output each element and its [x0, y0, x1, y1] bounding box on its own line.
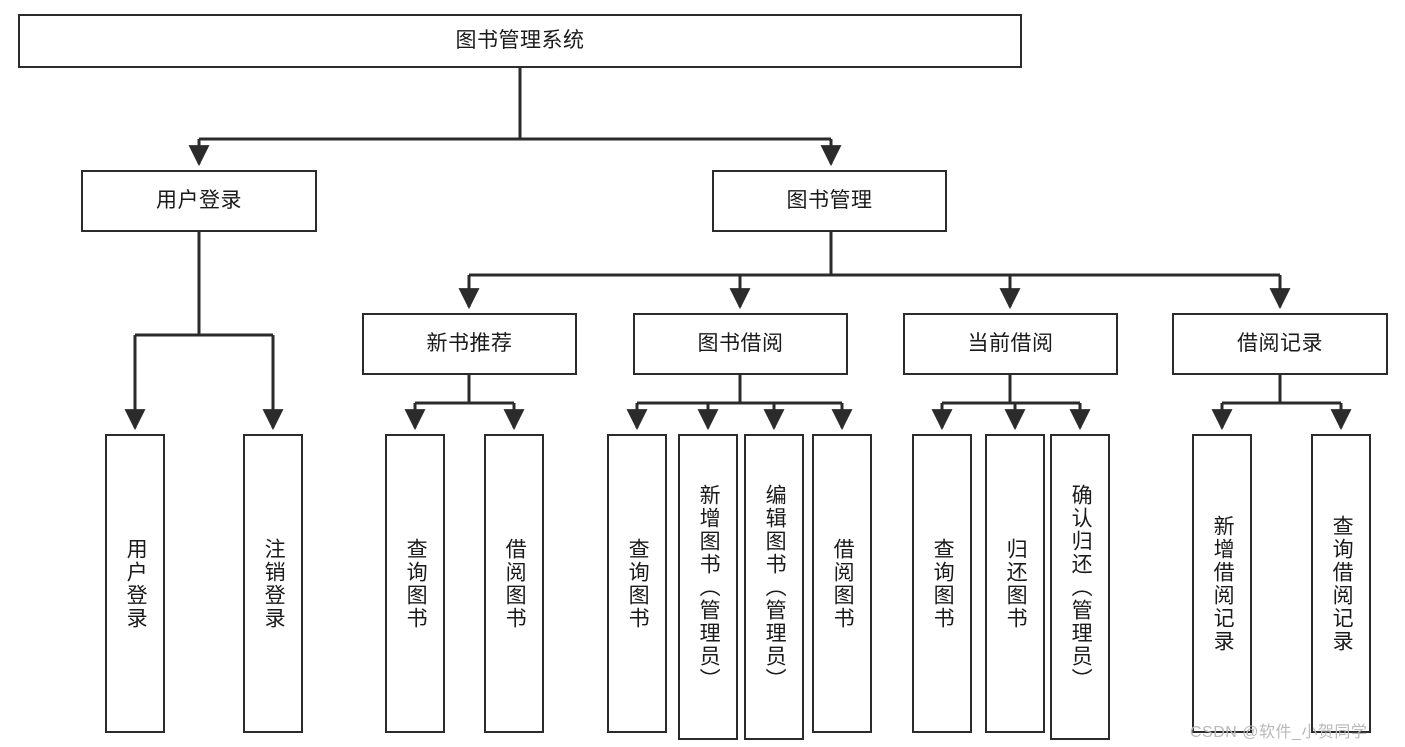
node-leaf-return-book-label: 归还图书 — [1004, 537, 1028, 630]
node-leaf-logout-label: 注销登录 — [262, 537, 286, 630]
node-leaf-user-login-label: 用户登录 — [124, 537, 148, 630]
node-leaf-query-record-label: 查询借阅记录 — [1330, 514, 1354, 653]
node-leaf-query-book-2[interactable]: 查询图书 — [607, 434, 667, 733]
node-leaf-query-book-1[interactable]: 查询图书 — [385, 434, 445, 733]
node-current-borrow[interactable]: 当前借阅 — [903, 313, 1118, 375]
node-root-label: 图书管理系统 — [455, 29, 585, 53]
node-leaf-borrow-book-2[interactable]: 借阅图书 — [812, 434, 872, 733]
node-new-book-rec-label: 新书推荐 — [426, 332, 513, 356]
node-leaf-query-book-1-label: 查询图书 — [404, 537, 428, 630]
node-leaf-add-book[interactable]: 新增图书（管理员） — [678, 434, 738, 740]
node-leaf-query-record[interactable]: 查询借阅记录 — [1311, 434, 1371, 733]
node-leaf-edit-book[interactable]: 编辑图书（管理员） — [744, 434, 804, 740]
node-leaf-borrow-book-1[interactable]: 借阅图书 — [484, 434, 544, 733]
node-book-manage[interactable]: 图书管理 — [712, 170, 947, 232]
node-leaf-return-book[interactable]: 归还图书 — [985, 434, 1045, 733]
node-leaf-add-record[interactable]: 新增借阅记录 — [1192, 434, 1252, 733]
node-leaf-query-book-3[interactable]: 查询图书 — [912, 434, 972, 733]
node-new-book-rec[interactable]: 新书推荐 — [362, 313, 577, 375]
node-leaf-logout[interactable]: 注销登录 — [243, 434, 303, 733]
node-borrow-record-label: 借阅记录 — [1237, 332, 1323, 356]
node-user-login-label: 用户登录 — [156, 189, 242, 213]
node-leaf-borrow-book-1-label: 借阅图书 — [503, 537, 527, 630]
node-leaf-add-book-label: 新增图书（管理员） — [697, 483, 721, 691]
node-current-borrow-label: 当前借阅 — [967, 332, 1054, 356]
node-user-login[interactable]: 用户登录 — [81, 170, 317, 232]
csdn-watermark: CSDN @软件_小贺同学 — [1190, 724, 1368, 741]
node-book-borrow-label: 图书借阅 — [697, 332, 784, 356]
node-leaf-borrow-book-2-label: 借阅图书 — [831, 537, 855, 630]
node-leaf-add-record-label: 新增借阅记录 — [1211, 514, 1235, 653]
node-leaf-query-book-2-label: 查询图书 — [626, 537, 650, 630]
node-borrow-record[interactable]: 借阅记录 — [1172, 313, 1388, 375]
node-leaf-confirm-return-label: 确认归还（管理员） — [1069, 483, 1093, 691]
node-book-borrow[interactable]: 图书借阅 — [633, 313, 848, 375]
node-leaf-query-book-3-label: 查询图书 — [931, 537, 955, 630]
node-leaf-confirm-return[interactable]: 确认归还（管理员） — [1050, 434, 1110, 740]
node-book-manage-label: 图书管理 — [786, 189, 873, 213]
node-root[interactable]: 图书管理系统 — [18, 14, 1022, 68]
node-leaf-edit-book-label: 编辑图书（管理员） — [763, 483, 787, 691]
node-leaf-user-login[interactable]: 用户登录 — [105, 434, 165, 733]
